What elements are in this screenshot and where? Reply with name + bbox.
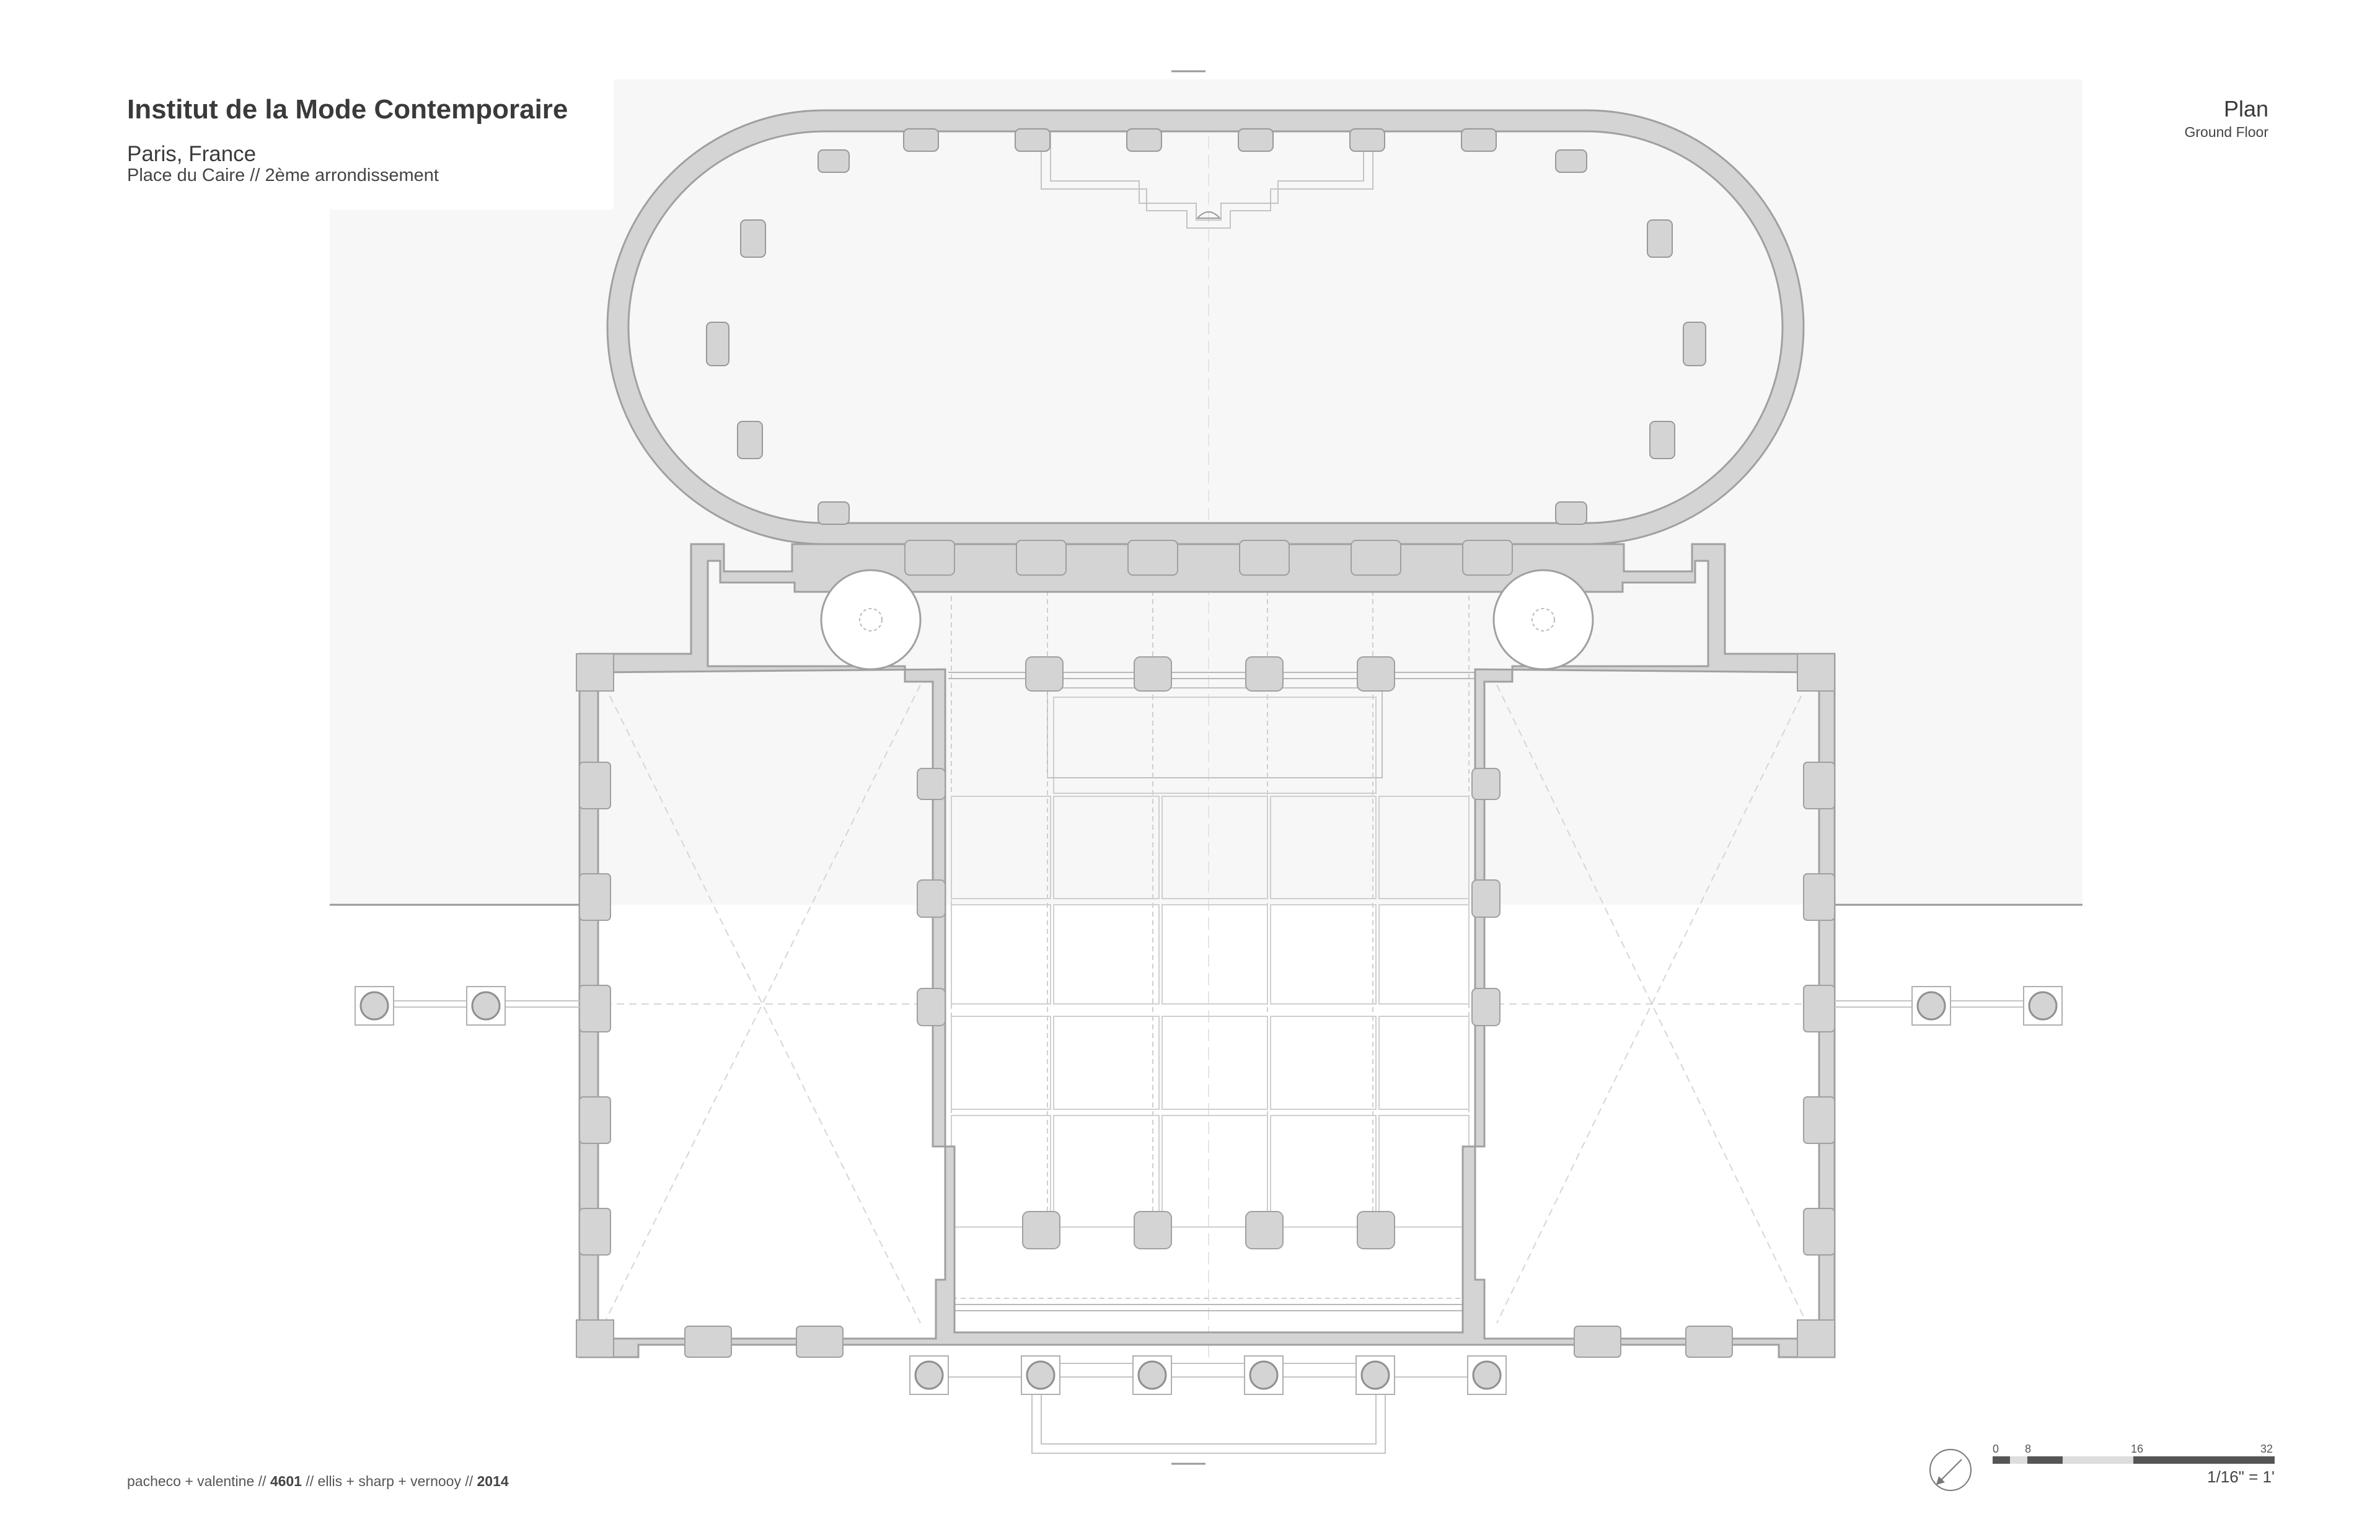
scale-tick-0: 0 xyxy=(1993,1443,1999,1455)
credits-line: pacheco + valentine // 4601 // ellis + s… xyxy=(127,1473,509,1490)
portico-steps-inner xyxy=(1041,1363,1377,1445)
sheet-level: Ground Floor xyxy=(2184,124,2268,140)
colonnade-rails xyxy=(372,1000,2042,1378)
scale-tick-32: 32 xyxy=(2260,1443,2273,1455)
credits-course: 4601 xyxy=(270,1473,302,1489)
project-city: Paris, France xyxy=(127,142,257,166)
oval-pilasters xyxy=(706,128,1706,525)
stair-rotunda-left xyxy=(820,569,922,671)
project-title: Institut de la Mode Contemporaire xyxy=(127,94,568,125)
oval-gallery-stair xyxy=(1041,133,1373,229)
scale-bar xyxy=(1993,1456,2275,1464)
main-building-walls xyxy=(578,543,1836,1358)
stair-rotunda-left-core xyxy=(859,608,883,631)
exterior-piers xyxy=(576,653,1835,1358)
project-site: Place du Caire // 2ème arrondissement xyxy=(127,165,439,185)
wing-diagonals xyxy=(604,684,1807,1324)
stair-rotunda-right xyxy=(1492,569,1594,671)
credits-faculty: // ellis + sharp + vernooy // xyxy=(301,1473,477,1489)
site-area xyxy=(330,79,2082,905)
oval-gallery-niche xyxy=(1196,211,1222,219)
portico-steps xyxy=(1031,1363,1386,1454)
credits-authors: pacheco + valentine // xyxy=(127,1473,270,1489)
sheet-title: Plan xyxy=(2223,96,2268,121)
scale-tick-16: 16 xyxy=(2131,1443,2144,1455)
interior-piers xyxy=(904,540,1513,1249)
north-arrow-icon xyxy=(1929,1449,1972,1491)
sheet-label: Plan Ground Floor xyxy=(2184,98,2268,141)
scale-tick-8: 8 xyxy=(2025,1443,2032,1455)
graphic-scale: 0 8 16 32 1/16" = 1' xyxy=(1993,1443,2275,1486)
freestanding-columns xyxy=(355,986,2063,1395)
scale-ratio: 1/16" = 1' xyxy=(2207,1467,2275,1486)
credits-year: 2014 xyxy=(477,1473,509,1489)
stair-rotunda-right-core xyxy=(1532,608,1555,631)
title-block: Institut de la Mode Contemporaire Paris,… xyxy=(127,94,568,186)
